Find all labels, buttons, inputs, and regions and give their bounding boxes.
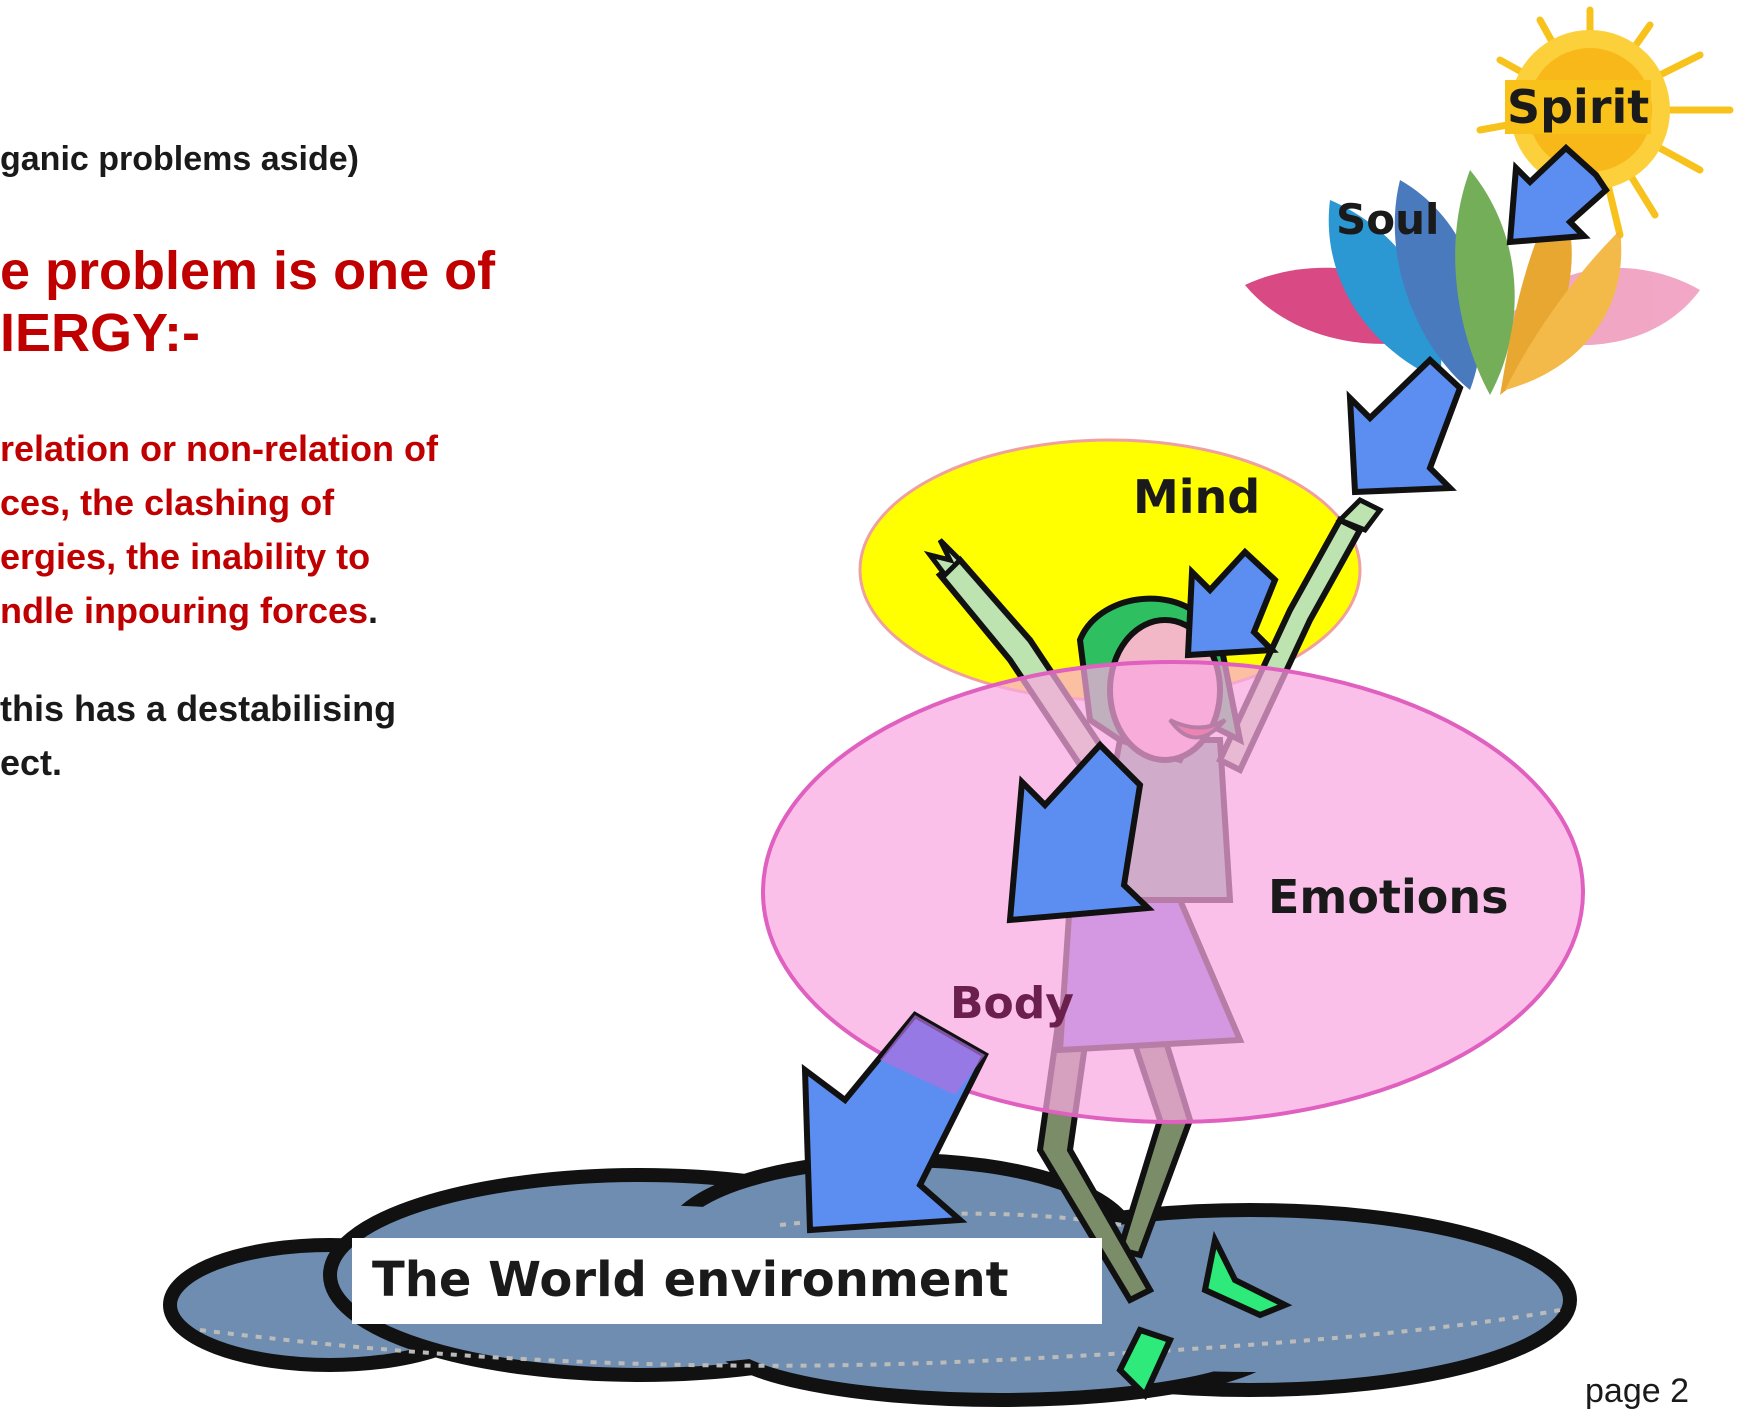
lotus-icon: [1245, 170, 1700, 395]
spirit-label: Spirit: [1505, 80, 1652, 134]
arrow-mind-to-emotions: [1184, 547, 1279, 659]
soul-label: Soul: [1336, 195, 1440, 244]
paragraph-line-1: relation or non-relation of: [0, 428, 438, 469]
paragraph-line-4-text: ndle inpouring forces: [0, 590, 369, 631]
note-line-2: ect.: [0, 742, 63, 783]
arrow-emotions-to-body: [1006, 740, 1155, 924]
heading-line-2: IERGY:-: [0, 303, 200, 363]
note-line-1: this has a destabilising: [0, 688, 397, 729]
mind-label: Mind: [1133, 470, 1261, 524]
page-number: page 2: [1585, 1372, 1689, 1410]
world-environment-label: The World environment: [372, 1252, 1009, 1308]
paragraph-line-4-period: .: [368, 590, 379, 631]
body-label: Body: [950, 978, 1074, 1029]
arrow-soul-to-mind: [1346, 355, 1464, 496]
organic-problems-text: ganic problems aside): [0, 140, 359, 178]
paragraph-line-3: ergies, the inability to: [0, 536, 371, 577]
world-label-box: [352, 1238, 1102, 1324]
paragraph-line-4: ndle inpouring forces.: [0, 590, 378, 632]
heading-line-1: e problem is one of: [0, 241, 496, 301]
paragraph-line-2: ces, the clashing of: [0, 482, 335, 523]
arrow-spirit-to-soul: [1506, 143, 1610, 246]
emotions-label: Emotions: [1268, 870, 1509, 924]
emotions-ellipse: [761, 660, 1585, 1124]
